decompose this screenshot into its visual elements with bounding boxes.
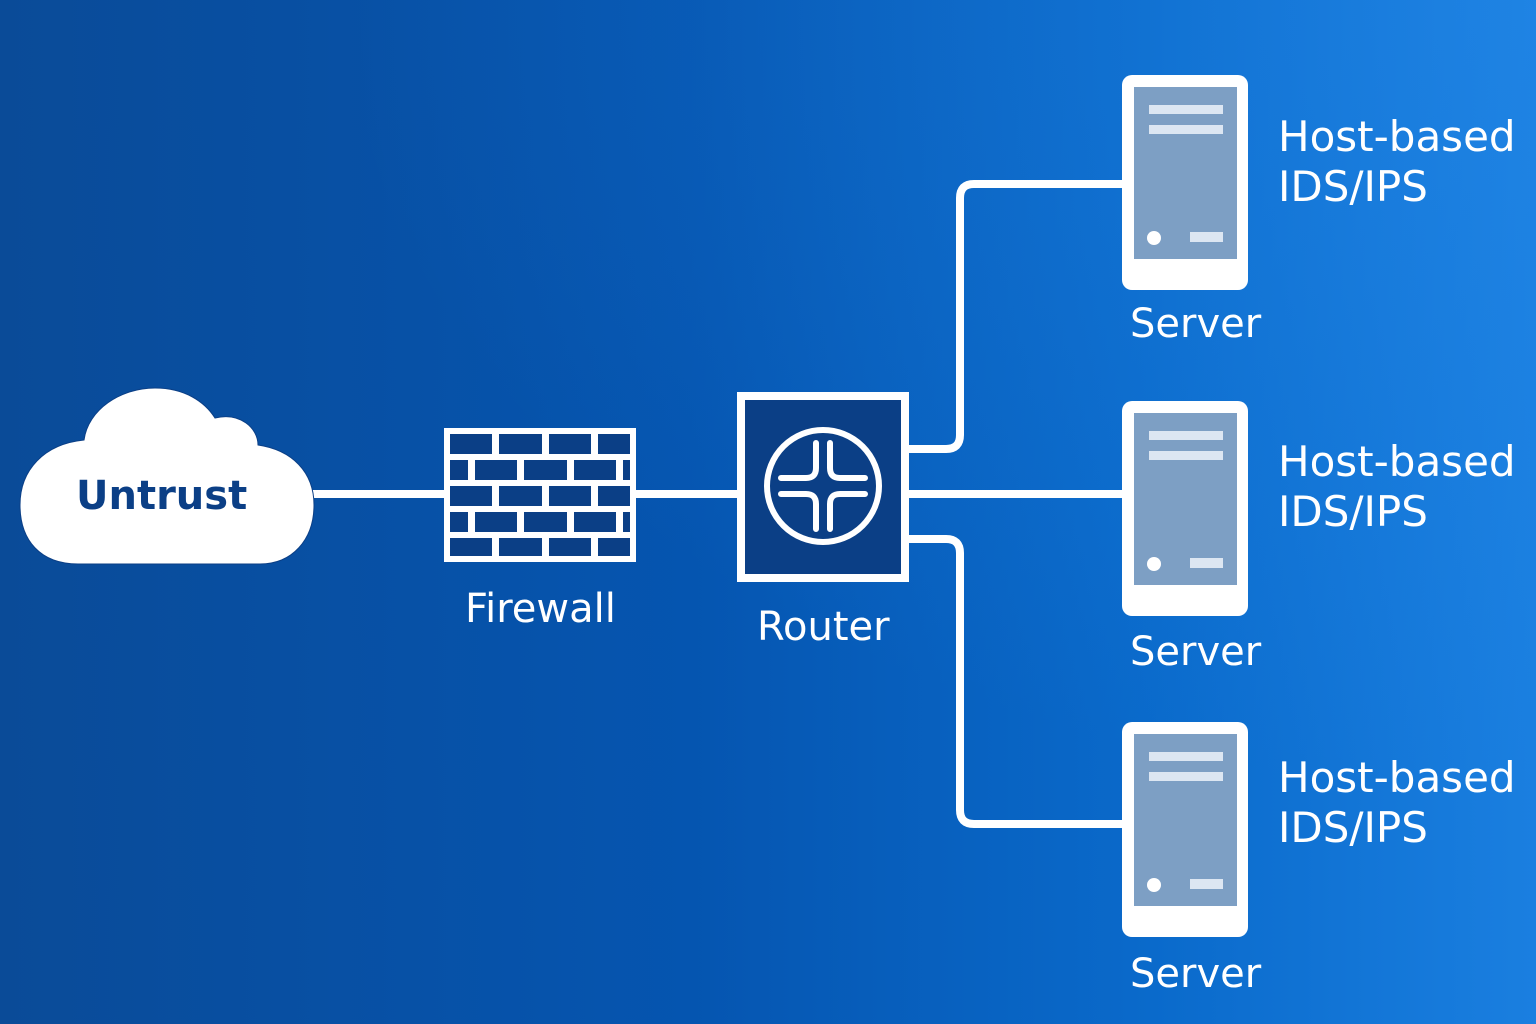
host-ids-line1: Host-based (1278, 437, 1516, 486)
host-ids-annotation: Host-based IDS/IPS (1278, 437, 1516, 537)
edge-router-server-1 (906, 180, 1126, 453)
router-icon (737, 392, 909, 582)
brick-wall-icon (444, 428, 636, 562)
host-ids-line2: IDS/IPS (1278, 487, 1428, 536)
server-label: Server (1130, 951, 1262, 997)
server-icon (1122, 75, 1248, 290)
edge-router-server-3 (906, 535, 1126, 828)
host-ids-line1: Host-based (1278, 112, 1516, 161)
server-label: Server (1130, 301, 1262, 347)
cloud-icon (19, 387, 315, 565)
host-ids-annotation: Host-based IDS/IPS (1278, 112, 1516, 212)
router-label: Router (757, 604, 890, 650)
cloud-label: Untrust (76, 473, 248, 519)
host-ids-annotation: Host-based IDS/IPS (1278, 753, 1516, 853)
host-ids-line2: IDS/IPS (1278, 803, 1428, 852)
server-icon (1122, 722, 1248, 937)
host-ids-line2: IDS/IPS (1278, 162, 1428, 211)
server-icon (1122, 401, 1248, 616)
server-label: Server (1130, 629, 1262, 675)
firewall-label: Firewall (465, 586, 616, 632)
host-ids-line1: Host-based (1278, 753, 1516, 802)
